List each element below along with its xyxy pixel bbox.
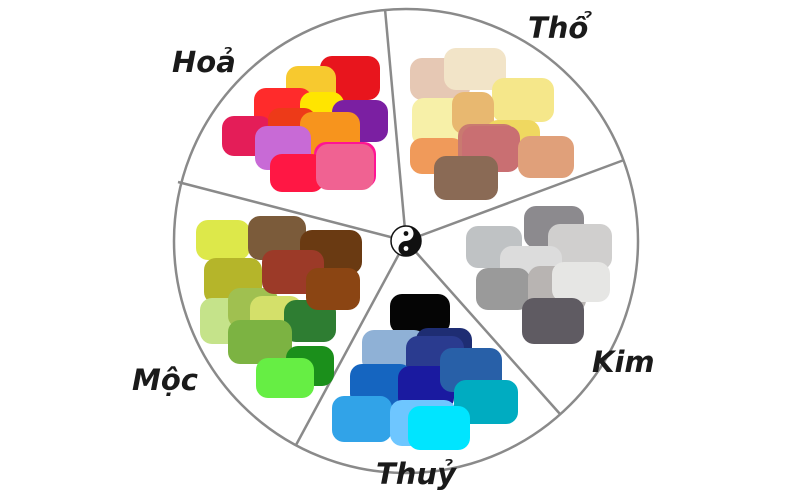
color-swatch-moc-1 xyxy=(196,220,250,260)
color-swatch-thuy-11 xyxy=(408,406,470,450)
swatch-group-thuy xyxy=(332,294,518,450)
color-swatch-hoa-12 xyxy=(316,144,374,190)
color-swatch-moc-13 xyxy=(256,358,314,398)
color-swatch-thuy-10 xyxy=(454,380,518,424)
color-swatch-tho-11 xyxy=(434,156,498,200)
color-swatch-hoa-11 xyxy=(270,154,324,192)
color-swatch-moc-2 xyxy=(248,216,306,260)
color-swatch-kim-3 xyxy=(548,224,612,270)
color-swatch-kim-7 xyxy=(552,262,610,302)
yin-yang-icon xyxy=(390,225,422,257)
label-moc: Mộc xyxy=(132,363,198,397)
swatch-group-tho xyxy=(410,48,574,200)
color-swatch-tho-2 xyxy=(444,48,506,90)
divider-line-hoa-tho xyxy=(383,8,408,242)
color-swatch-thuy-8 xyxy=(332,396,392,442)
color-swatch-kim-8 xyxy=(522,298,584,344)
color-swatch-moc-11 xyxy=(228,320,292,364)
label-hoa: Hoả xyxy=(172,45,236,79)
swatches-layer xyxy=(196,48,612,450)
divider-line-thuy-moc xyxy=(294,240,408,446)
color-swatch-tho-4 xyxy=(492,78,554,122)
divider-line-kim-thuy xyxy=(405,240,561,415)
color-swatch-thuy-1 xyxy=(390,294,450,334)
color-swatch-tho-10 xyxy=(518,136,574,178)
divider-line-tho-kim xyxy=(405,158,625,243)
label-kim: Kim xyxy=(592,345,655,379)
color-swatch-tho-5 xyxy=(452,92,494,134)
swatch-group-hoa xyxy=(222,56,388,192)
color-swatch-moc-10 xyxy=(306,268,360,310)
color-swatch-kim-5 xyxy=(476,268,530,310)
label-thuy: Thuỷ xyxy=(376,457,456,491)
swatch-group-kim xyxy=(466,206,612,344)
label-tho: Thổ xyxy=(528,11,589,45)
color-swatch-moc-9 xyxy=(284,300,336,342)
swatch-group-moc xyxy=(196,216,362,398)
divider-line-moc-hoa xyxy=(177,180,407,243)
color-swatch-thuy-5 xyxy=(350,364,412,406)
